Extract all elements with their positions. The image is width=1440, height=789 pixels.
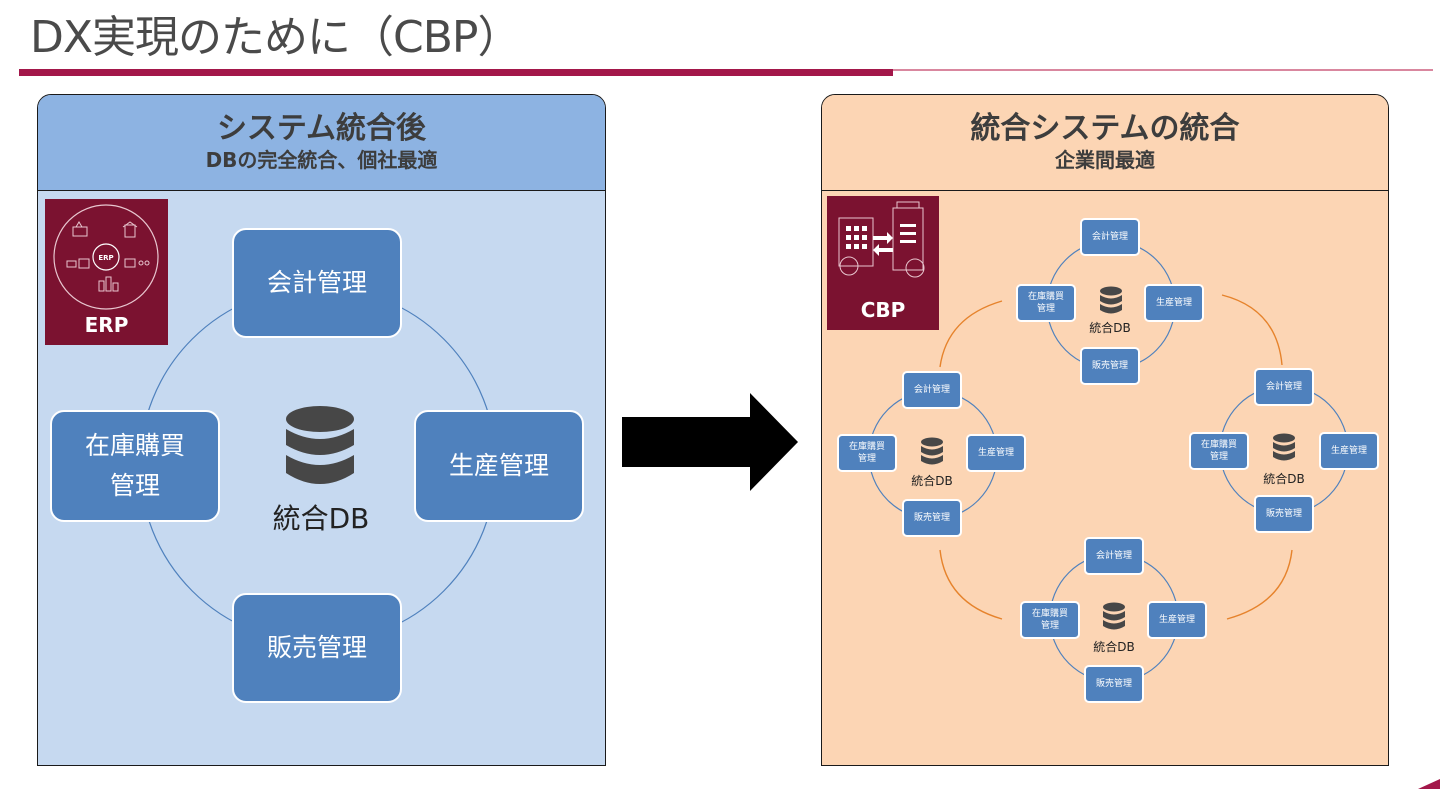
erp-badge: ERP ERP xyxy=(45,199,168,345)
title-underline-thin xyxy=(893,69,1433,71)
link-left-bottom xyxy=(939,549,1003,620)
cbp-badge: CBP xyxy=(827,196,939,330)
module-label-line1: 在庫購買 xyxy=(84,431,185,460)
panel-title: システム統合後 xyxy=(216,111,427,146)
module-production: 生産管理 xyxy=(414,410,584,522)
link-top-left xyxy=(939,300,1003,368)
module-label-line2: 管理 xyxy=(109,471,160,500)
panel-system-integration: システム統合後 DBの完全統合、個社最適 ERP ERP 会計管理 在庫購買 管… xyxy=(37,94,606,766)
integrated-db-label: 統合DB xyxy=(272,502,370,535)
panel-subtitle: DBの完全統合、個社最適 xyxy=(205,148,438,172)
module-label-line1: 在庫購買 xyxy=(1027,292,1064,302)
module-label-line1: 在庫購買 xyxy=(848,442,885,452)
module-production: 生産管理 xyxy=(1144,284,1204,322)
module-production: 生産管理 xyxy=(966,434,1026,472)
panel-header: 統合システムの統合 企業間最適 xyxy=(822,95,1388,191)
module-accounting: 会計管理 xyxy=(1254,368,1314,406)
module-inventory-purchasing: 在庫購買 管理 xyxy=(837,434,897,472)
module-accounting: 会計管理 xyxy=(232,228,402,338)
link-top-right xyxy=(1221,294,1283,366)
module-inventory-purchasing: 在庫購買 管理 xyxy=(1189,432,1249,470)
module-label-line1: 在庫購買 xyxy=(1200,440,1237,450)
module-sales: 販売管理 xyxy=(1084,665,1144,703)
module-label-line2: 管理 xyxy=(1040,621,1059,631)
link-right-bottom xyxy=(1226,549,1293,620)
erp-cycle-icon: ERP xyxy=(53,204,159,310)
module-sales: 販売管理 xyxy=(1080,347,1140,385)
erp-inner-label: ERP xyxy=(98,254,113,262)
module-sales: 販売管理 xyxy=(1254,495,1314,533)
module-accounting: 会計管理 xyxy=(902,371,962,409)
module-accounting: 会計管理 xyxy=(1084,537,1144,575)
database-icon xyxy=(921,437,943,465)
panel-title: 統合システムの統合 xyxy=(970,111,1240,146)
integrated-db-label: 統合DB xyxy=(911,474,953,488)
database-icon xyxy=(1103,602,1125,630)
module-production: 生産管理 xyxy=(1319,432,1379,470)
module-label-line1: 在庫購買 xyxy=(1031,609,1068,619)
module-label-line2: 管理 xyxy=(857,454,876,464)
module-sales: 販売管理 xyxy=(902,499,962,537)
corner-accent xyxy=(1418,779,1440,789)
panel-integrated-systems: 統合システムの統合 企業間最適 xyxy=(821,94,1389,766)
database-icon xyxy=(1100,286,1122,314)
module-sales: 販売管理 xyxy=(232,593,402,703)
panel-subtitle: 企業間最適 xyxy=(1055,148,1155,172)
integrated-db-label: 統合DB xyxy=(1093,640,1135,654)
title-underline-accent xyxy=(19,69,893,76)
module-production: 生産管理 xyxy=(1147,601,1207,639)
module-accounting: 会計管理 xyxy=(1080,218,1140,256)
panel-header: システム統合後 DBの完全統合、個社最適 xyxy=(38,95,605,191)
module-inventory-purchasing: 在庫購買 管理 xyxy=(1020,601,1080,639)
module-inventory-purchasing: 在庫購買 管理 xyxy=(50,410,220,522)
cbp-badge-label: CBP xyxy=(860,298,906,322)
module-label-line2: 管理 xyxy=(1209,452,1228,462)
right-arrow-icon xyxy=(622,393,798,491)
slide-title: DX実現のために（CBP） xyxy=(30,12,521,63)
integrated-db-label: 統合DB xyxy=(1263,472,1305,486)
integrated-db-label: 統合DB xyxy=(1089,321,1131,335)
erp-badge-label: ERP xyxy=(84,313,129,337)
module-inventory-purchasing: 在庫購買 管理 xyxy=(1016,284,1076,322)
database-icon xyxy=(1273,433,1295,461)
enterprise-exchange-icon xyxy=(838,201,925,278)
database-icon xyxy=(286,406,354,484)
module-label-line2: 管理 xyxy=(1036,304,1055,314)
